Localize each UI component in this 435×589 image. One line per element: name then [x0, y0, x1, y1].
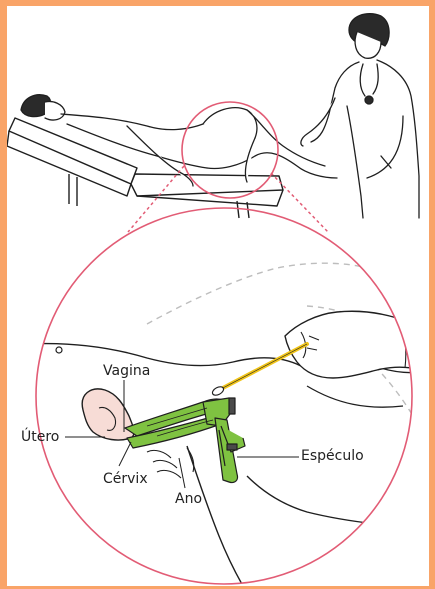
label-utero: Útero [21, 430, 59, 444]
leader-ano [179, 458, 185, 488]
label-especulo: Espéculo [301, 449, 364, 463]
leader-cervix [119, 442, 131, 466]
illustration-panel: Vagina Útero Cérvix Ano Espéculo [7, 6, 429, 586]
doctor-figure [301, 14, 419, 218]
illustration [7, 6, 429, 586]
label-vagina: Vagina [103, 364, 150, 378]
label-ano: Ano [175, 492, 202, 506]
label-cervix: Cérvix [103, 472, 148, 486]
speculum [125, 398, 245, 483]
